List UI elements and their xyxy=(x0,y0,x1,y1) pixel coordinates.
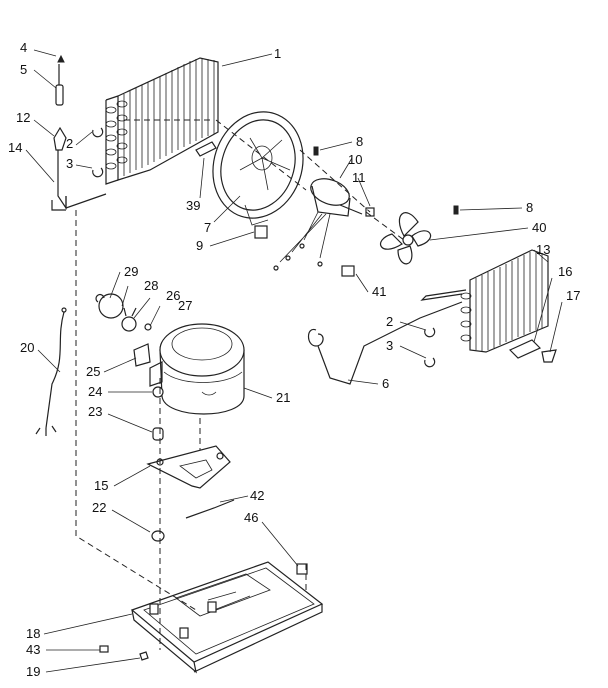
screw-top xyxy=(313,146,319,156)
label-part-41: 41 xyxy=(372,284,386,299)
screw-19 xyxy=(139,651,149,661)
clip-46 xyxy=(296,563,308,575)
label-part-10: 10 xyxy=(348,152,362,167)
label-part-3-left: 3 xyxy=(66,156,73,171)
drier-assembly xyxy=(51,54,67,211)
label-part-46: 46 xyxy=(244,510,258,525)
assembly-lines xyxy=(75,119,405,650)
label-part-19: 19 xyxy=(26,664,40,679)
terminal-cover xyxy=(133,343,151,367)
label-part-43: 43 xyxy=(26,642,40,657)
power-cord xyxy=(35,307,67,436)
label-part-8-right: 8 xyxy=(526,200,533,215)
connecting-tube xyxy=(307,301,463,385)
label-part-14: 14 xyxy=(8,140,22,155)
part-number-labels: 4 5 12 14 2 3 1 8 10 11 39 7 9 8 40 13 1… xyxy=(8,40,580,679)
clip-right-2 xyxy=(424,327,436,338)
label-part-8-top: 8 xyxy=(356,134,363,149)
label-part-27: 27 xyxy=(178,298,192,313)
label-part-21: 21 xyxy=(276,390,290,405)
sleeve xyxy=(152,427,164,441)
label-part-7: 7 xyxy=(204,220,211,235)
base-grommet xyxy=(151,530,165,542)
label-part-2-left: 2 xyxy=(66,136,73,151)
drain-clip xyxy=(541,349,557,363)
drain-pan-clip xyxy=(508,339,542,359)
label-part-12: 12 xyxy=(16,110,30,125)
wire-harness xyxy=(185,499,235,519)
fan-shroud xyxy=(212,111,304,226)
label-part-18: 18 xyxy=(26,626,40,641)
label-part-23: 23 xyxy=(88,404,102,419)
shroud-bracket xyxy=(254,225,268,239)
clip-right-3 xyxy=(424,357,436,368)
label-part-13: 13 xyxy=(536,242,550,257)
label-part-1: 1 xyxy=(274,46,281,61)
relay-overload xyxy=(95,293,152,332)
grommet xyxy=(152,386,164,398)
label-part-3-right: 3 xyxy=(386,338,393,353)
label-part-28: 28 xyxy=(144,278,158,293)
label-part-20: 20 xyxy=(20,340,34,355)
screw-43 xyxy=(99,645,109,653)
foam-pad xyxy=(195,141,217,157)
label-part-22: 22 xyxy=(92,500,106,515)
label-part-5: 5 xyxy=(20,62,27,77)
base-pan xyxy=(130,561,324,674)
label-part-26: 26 xyxy=(166,288,180,303)
condenser-coil xyxy=(65,57,219,209)
label-part-15: 15 xyxy=(94,478,108,493)
label-part-39: 39 xyxy=(186,198,200,213)
evaporator-coil xyxy=(420,249,549,353)
leader-lines xyxy=(25,49,563,673)
label-part-25: 25 xyxy=(86,364,100,379)
label-part-6: 6 xyxy=(382,376,389,391)
label-part-42: 42 xyxy=(250,488,264,503)
label-part-16: 16 xyxy=(558,264,572,279)
label-part-24: 24 xyxy=(88,384,102,399)
clip-parts-left xyxy=(92,127,104,178)
label-part-40: 40 xyxy=(532,220,546,235)
label-part-17: 17 xyxy=(566,288,580,303)
relay-block xyxy=(341,265,355,277)
label-part-11: 11 xyxy=(352,170,366,185)
label-part-2-right: 2 xyxy=(386,314,393,329)
compressor xyxy=(149,323,245,415)
mounting-plate xyxy=(146,445,231,489)
fan-blade xyxy=(380,212,432,265)
label-part-4: 4 xyxy=(20,40,27,55)
label-part-9: 9 xyxy=(196,238,203,253)
label-part-29: 29 xyxy=(124,264,138,279)
screw-right xyxy=(453,205,459,215)
